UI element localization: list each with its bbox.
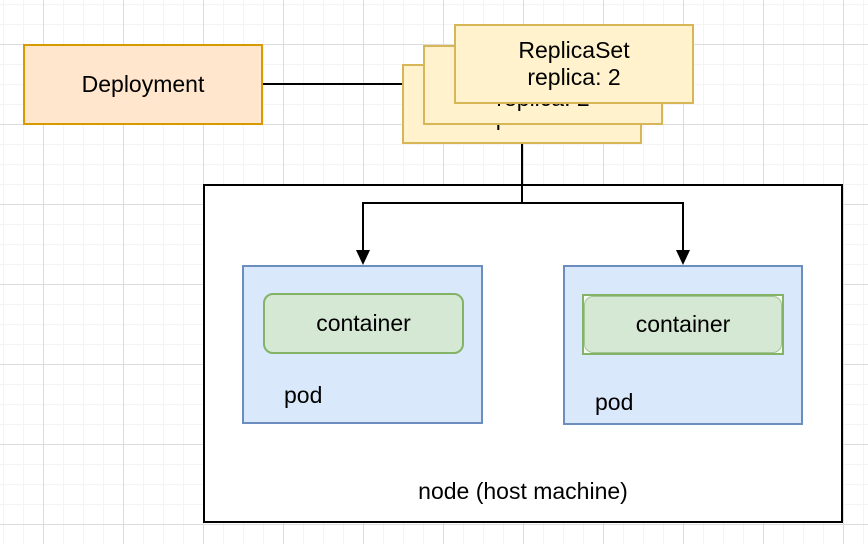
- container-label: container: [316, 310, 411, 336]
- node-label: node (host machine): [418, 478, 628, 504]
- connector-replicaset-down: [521, 143, 523, 204]
- pod-label: pod: [284, 382, 323, 408]
- deployment-label: Deployment: [81, 71, 205, 97]
- arrowhead-down-right-icon: [676, 250, 690, 265]
- container-box-right: container: [582, 294, 784, 355]
- connector-drop-right: [682, 202, 684, 251]
- connector-branch-horizontal: [362, 202, 684, 204]
- container-box-right-fill: container: [584, 296, 782, 353]
- replicaset-card-front: ReplicaSet replica: 2: [454, 24, 694, 104]
- container-label: container: [635, 311, 731, 337]
- deployment-box: Deployment: [23, 44, 263, 125]
- replicaset-title: ReplicaSet: [518, 37, 630, 63]
- pod-label: pod: [595, 389, 634, 415]
- arrowhead-down-left-icon: [356, 250, 370, 265]
- container-box-left: container: [263, 293, 464, 354]
- connector-drop-left: [362, 202, 364, 251]
- replicaset-replica-label: replica: 2: [527, 64, 621, 90]
- connector-deployment-to-replicaset: [263, 83, 410, 85]
